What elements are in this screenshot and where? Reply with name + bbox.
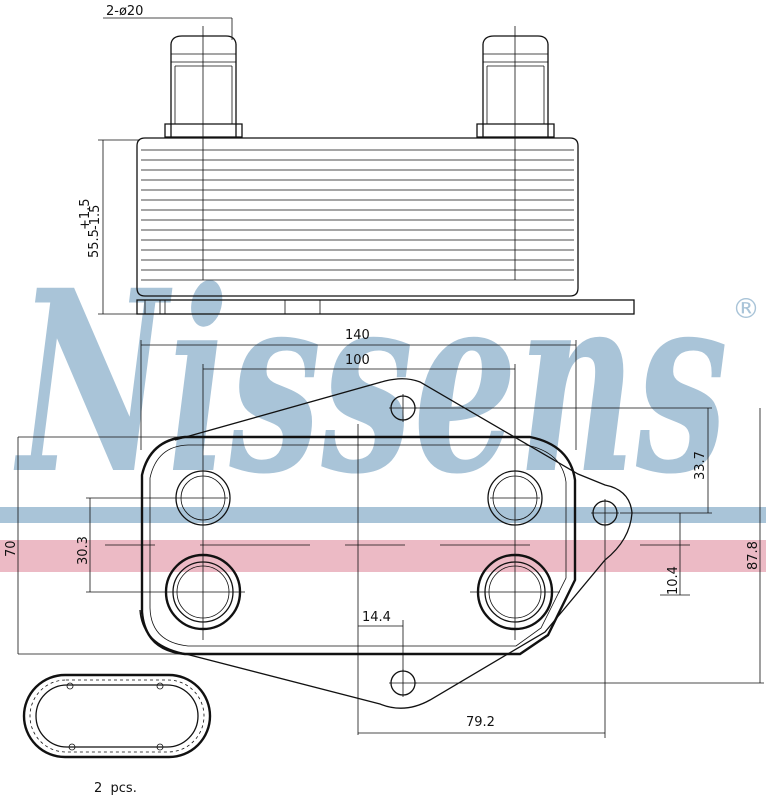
mounting-flange-outline — [139, 378, 633, 709]
stack-tolerance-plus: +1.5 — [78, 198, 93, 230]
left-port — [164, 35, 243, 138]
mount-hole-bottom — [389, 669, 417, 697]
gasket-inner — [35, 684, 199, 748]
port-vertical-label: 30.3 — [76, 536, 91, 565]
mount-offset-lower-label: 10.4 — [666, 566, 681, 595]
base-plate-side — [136, 299, 635, 315]
port-diameter-label: 2-ø20 — [106, 4, 143, 19]
brand-logo-text: Nissens — [13, 235, 728, 529]
mount-offset-upper-label: 33.7 — [693, 451, 708, 480]
width-overall-label: 140 — [345, 328, 370, 343]
gasket-detail: 2 pcs. — [22, 673, 212, 796]
right-port — [476, 35, 555, 138]
total-height-label: 87.8 — [746, 541, 761, 570]
height-overall-label: 70 — [4, 540, 19, 557]
mount-horizontal-label: 79.2 — [466, 715, 495, 730]
cooler-core-stack — [136, 137, 579, 297]
plan-dimensions: 140 100 70 30.3 33.7 10.4 87.8 14.4 — [4, 328, 764, 738]
side-view: 2-ø20 55.5 +1.5 -1.5 — [78, 4, 635, 315]
stack-tolerance-minus: -1.5 — [88, 205, 103, 230]
mount-bottom-offset-label: 14.4 — [362, 610, 391, 625]
gasket-hatch — [29, 679, 205, 753]
stack-height-label: 55.5 — [87, 229, 102, 258]
port-spacing-label: 100 — [345, 353, 370, 368]
cooler-body-outline — [140, 435, 577, 656]
gasket-quantity-label: 2 pcs. — [94, 781, 137, 796]
gasket-outer — [22, 673, 212, 759]
registered-mark: ® — [732, 292, 760, 325]
brand-watermark: Nissens ® — [0, 235, 766, 572]
